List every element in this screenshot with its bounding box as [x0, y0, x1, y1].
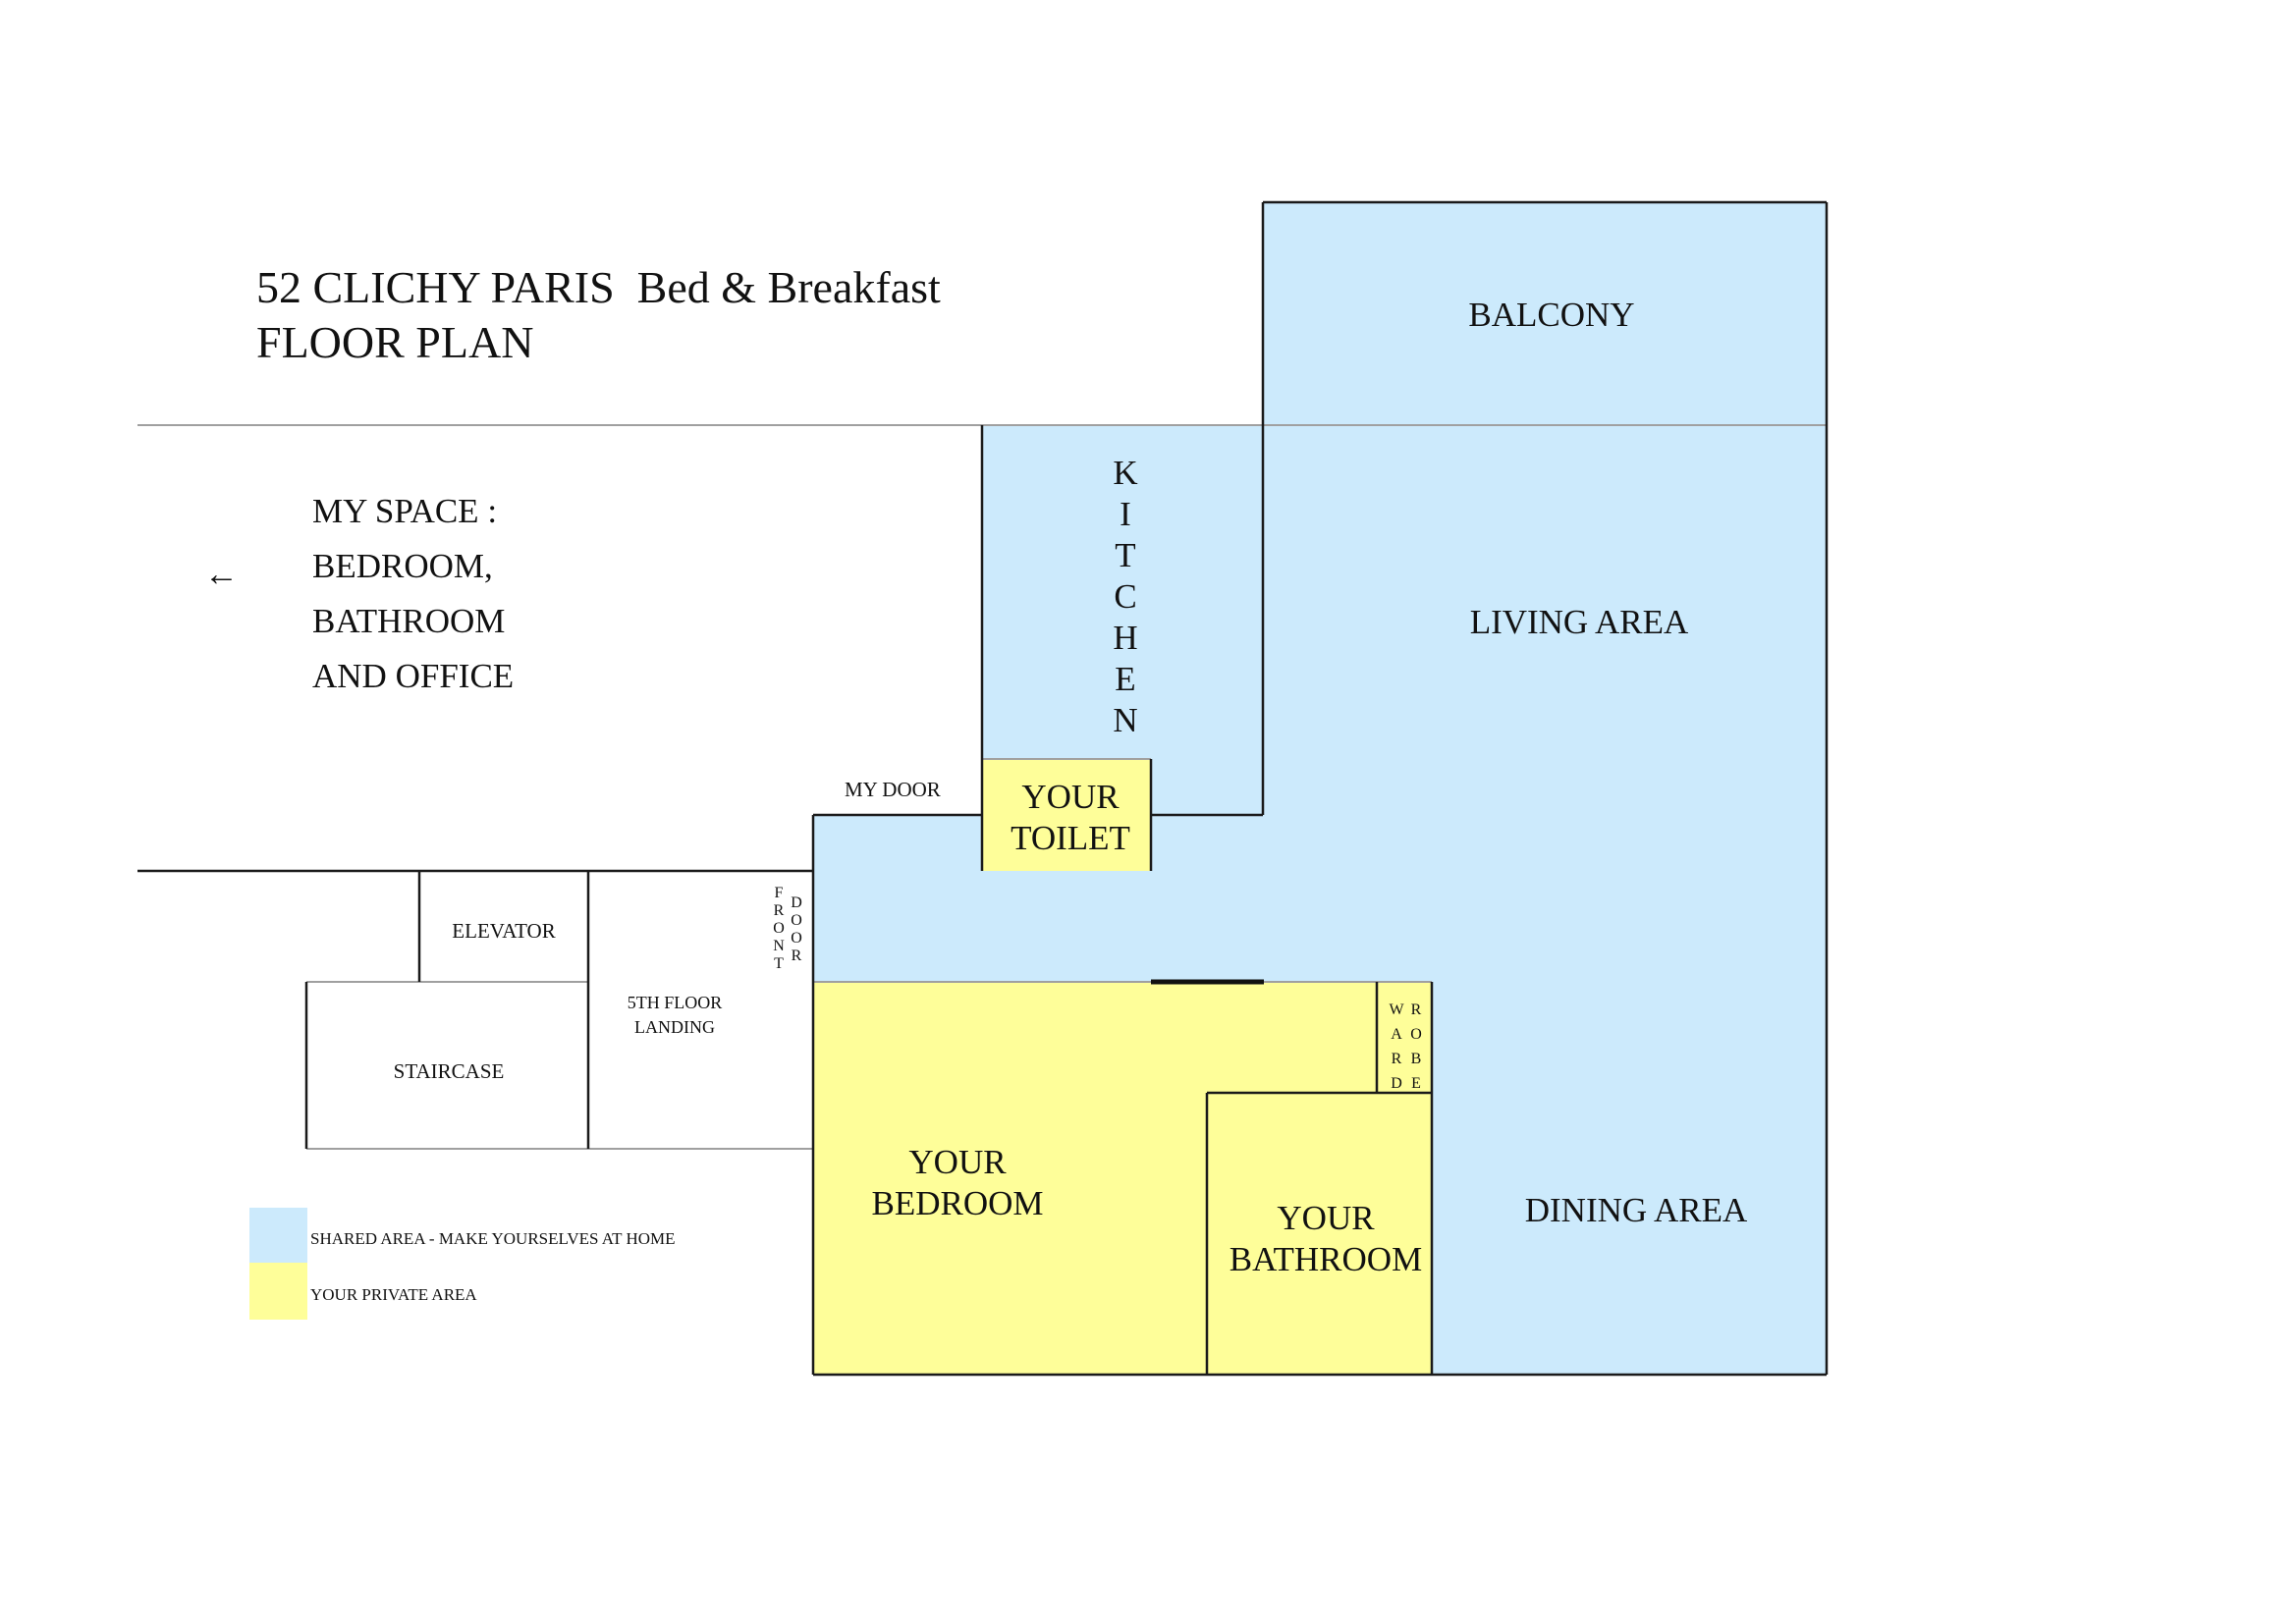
svg-text:O: O: [773, 920, 785, 937]
landing-label-line1: 5TH FLOOR: [628, 993, 723, 1012]
page-title-line1: 52 CLICHY PARIS Bed & Breakfast: [256, 262, 941, 312]
svg-text:O: O: [1410, 1026, 1422, 1043]
wardrobe-label: W A R D R O B E: [1389, 1001, 1421, 1092]
svg-text:O: O: [791, 912, 802, 929]
svg-text:K: K: [1113, 454, 1137, 492]
left-arrow-icon: ←: [204, 555, 239, 593]
landing-label-line2: LANDING: [634, 1017, 715, 1037]
svg-text:C: C: [1114, 577, 1136, 616]
svg-text:TOILET: TOILET: [1011, 819, 1130, 857]
toilet-label: YOUR TOILET: [1011, 778, 1130, 857]
svg-text:B: B: [1411, 1051, 1422, 1067]
svg-text:E: E: [1115, 660, 1135, 698]
elevator-label: ELEVATOR: [452, 919, 555, 943]
my-space-line: BEDROOM,: [312, 547, 493, 585]
svg-text:R: R: [792, 947, 802, 964]
svg-text:I: I: [1120, 495, 1131, 533]
dining-area-label: DINING AREA: [1525, 1191, 1748, 1229]
svg-text:R: R: [1392, 1051, 1402, 1067]
page-title-line2: FLOOR PLAN: [256, 317, 533, 367]
svg-text:YOUR: YOUR: [1277, 1199, 1375, 1237]
svg-text:D: D: [791, 894, 802, 911]
legend-swatch-private: [249, 1263, 307, 1320]
my-space-line: BATHROOM: [312, 602, 505, 640]
toilet-area: [982, 759, 1151, 871]
svg-text:N: N: [773, 938, 785, 954]
svg-text:E: E: [1411, 1075, 1421, 1092]
svg-text:R: R: [1411, 1001, 1422, 1018]
legend: SHARED AREA - MAKE YOURSELVES AT HOME YO…: [249, 1208, 676, 1320]
svg-text:R: R: [774, 902, 785, 919]
svg-text:BATHROOM: BATHROOM: [1230, 1240, 1422, 1278]
bedroom-area: [813, 982, 1432, 1375]
legend-swatch-shared: [249, 1208, 307, 1263]
svg-text:T: T: [1115, 536, 1135, 574]
balcony-label: BALCONY: [1468, 296, 1634, 334]
my-space-line: MY SPACE :: [312, 492, 497, 530]
svg-text:D: D: [1391, 1075, 1402, 1092]
my-door-label: MY DOOR: [845, 778, 941, 801]
svg-text:A: A: [1391, 1026, 1402, 1043]
svg-text:O: O: [791, 930, 802, 947]
bedroom-label: YOUR BEDROOM: [871, 1143, 1043, 1222]
kitchen-area: [982, 425, 1263, 815]
svg-text:H: H: [1113, 619, 1137, 657]
balcony-area: [1263, 202, 1827, 425]
svg-text:N: N: [1113, 701, 1137, 739]
private-areas: [813, 759, 1432, 1375]
svg-text:BEDROOM: BEDROOM: [871, 1184, 1043, 1222]
svg-text:W: W: [1389, 1001, 1404, 1018]
walls: [137, 200, 1829, 1377]
svg-text:YOUR: YOUR: [1021, 778, 1120, 816]
legend-shared-label: SHARED AREA - MAKE YOURSELVES AT HOME: [310, 1229, 676, 1248]
bathroom-label: YOUR BATHROOM: [1230, 1199, 1422, 1278]
svg-text:F: F: [775, 885, 784, 901]
front-door-label: F R O N T D O O R: [773, 885, 802, 972]
my-space-line: AND OFFICE: [312, 657, 514, 695]
legend-private-label: YOUR PRIVATE AREA: [310, 1285, 477, 1304]
staircase-label: STAIRCASE: [394, 1059, 505, 1083]
living-area-label: LIVING AREA: [1470, 603, 1689, 641]
svg-text:T: T: [774, 955, 784, 972]
kitchen-label: K I T C H E N: [1113, 454, 1137, 739]
svg-text:YOUR: YOUR: [908, 1143, 1007, 1181]
